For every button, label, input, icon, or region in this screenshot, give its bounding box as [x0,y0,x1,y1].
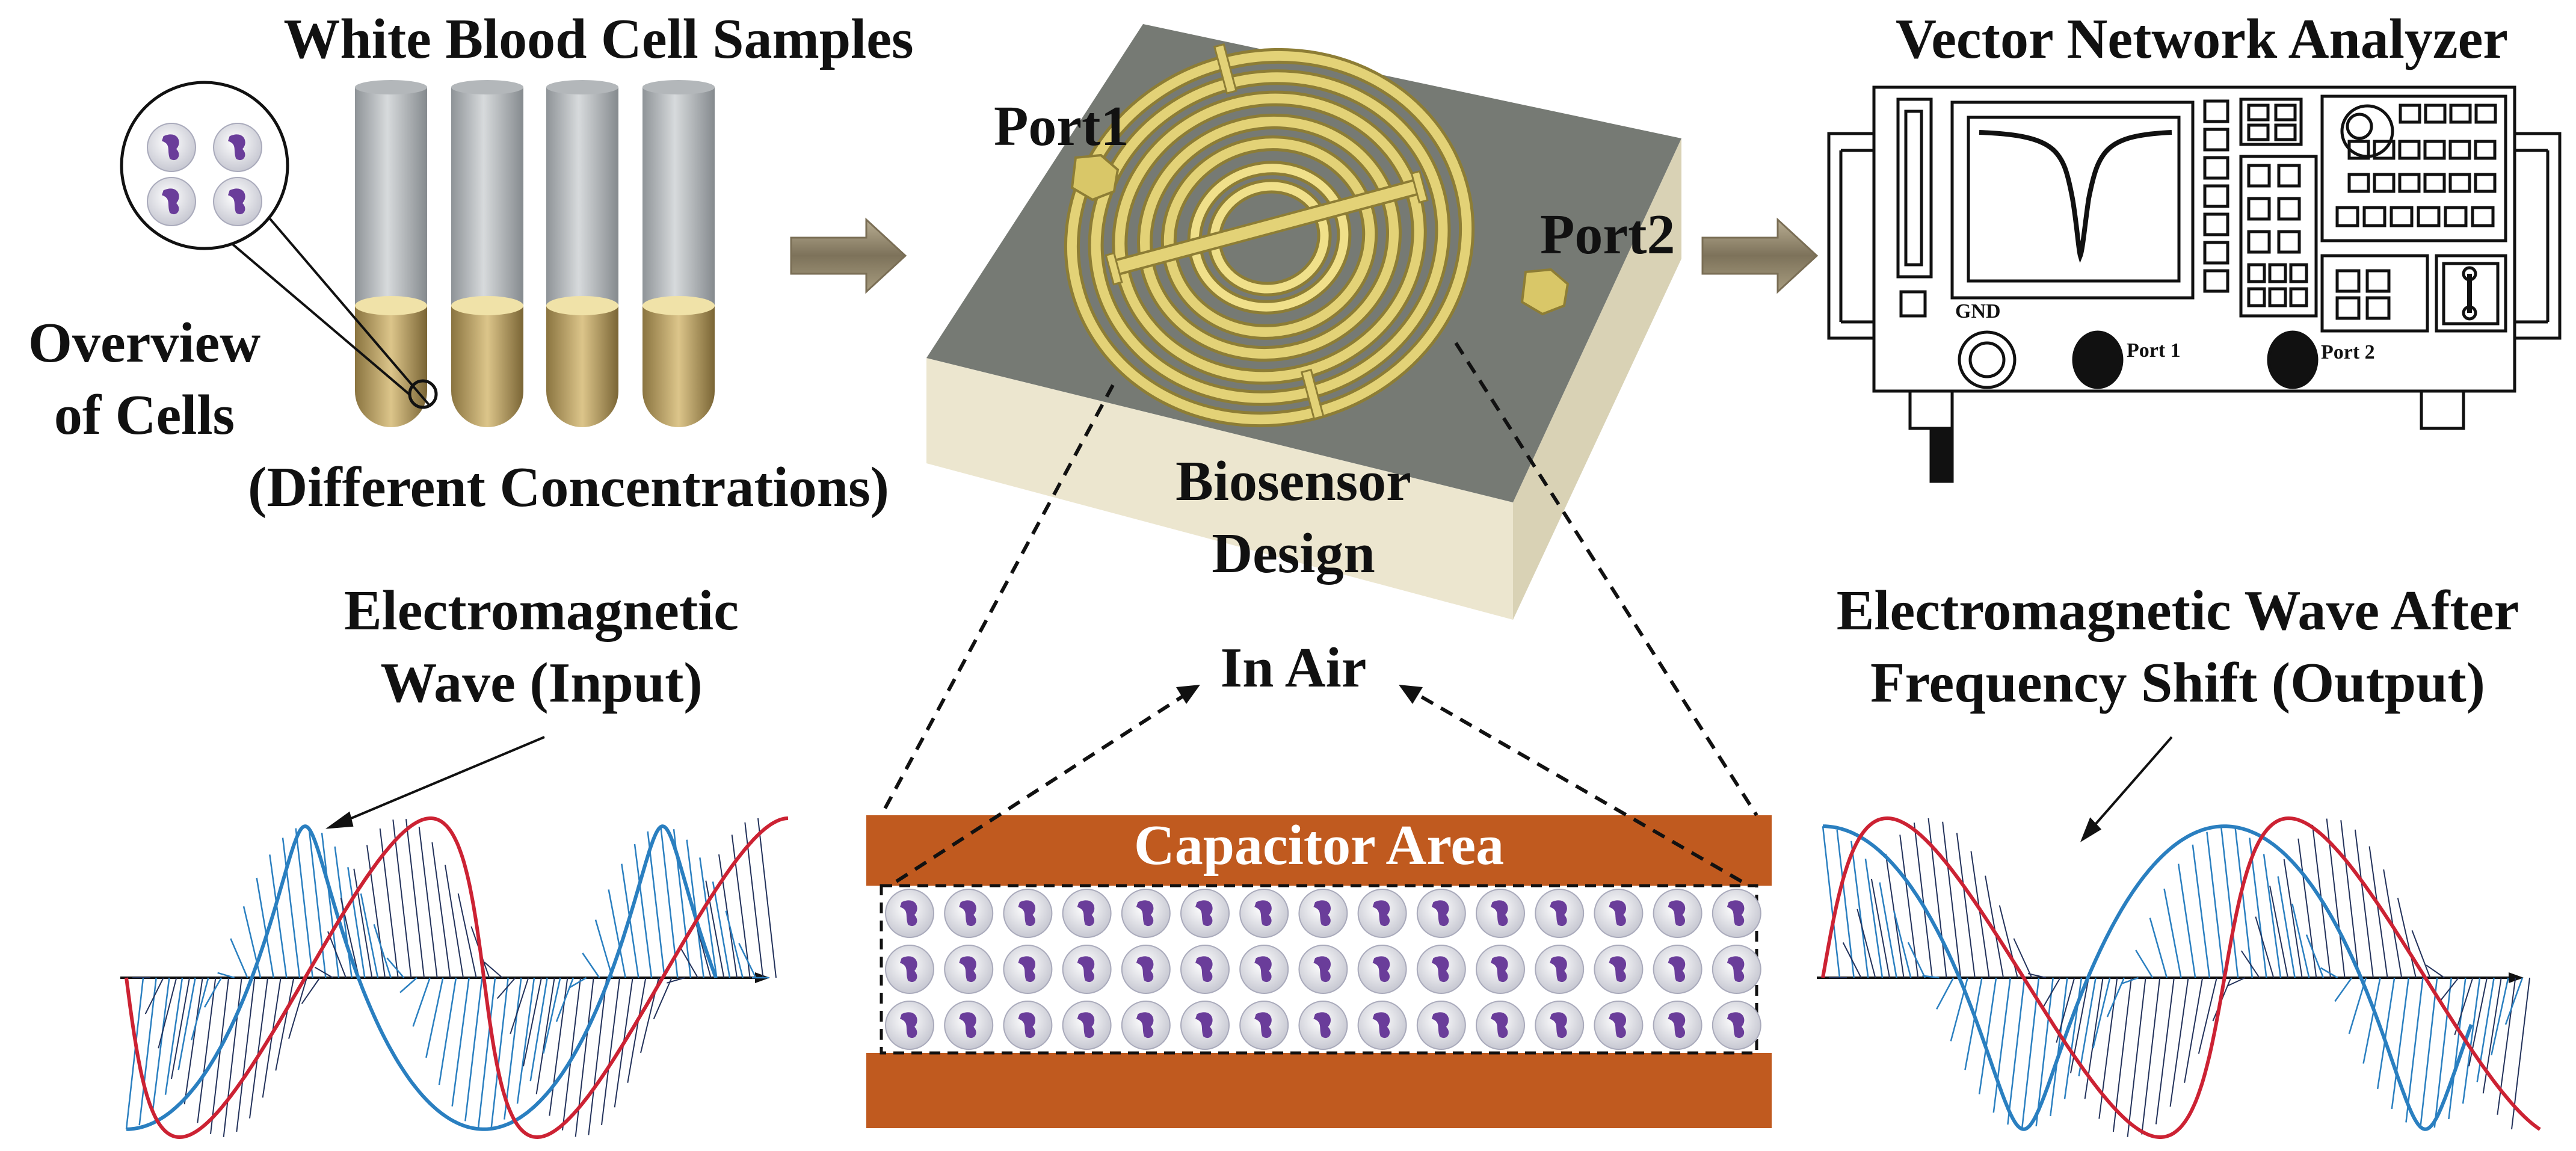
in-air-arrow-right [1399,685,1423,704]
output-wave-label-line2: Frequency Shift (Output) [1870,652,2485,714]
cell-overview-magnifier [120,81,438,409]
arrow-sensor-to-vna [1701,217,1819,294]
white-blood-cell [1180,945,1230,994]
test-tube [355,80,427,427]
white-blood-cell [885,889,934,938]
white-blood-cell [213,123,262,172]
label-pointers [325,736,2173,842]
white-blood-cell [1535,889,1585,938]
output-wave-label-line1: Electromagnetic Wave After [1836,579,2519,642]
white-blood-cell [1357,945,1407,994]
input-wave [120,816,789,1140]
test-tube [451,80,523,427]
white-blood-cell [1357,889,1407,938]
white-blood-cell [1003,889,1053,938]
white-blood-cell [1416,889,1466,938]
white-blood-cell [1712,945,1761,994]
port1-pad [1070,153,1120,202]
white-blood-cell [1239,889,1289,938]
output-wave [1817,816,2541,1139]
in-air-arrow-left [1176,685,1200,704]
white-blood-cell [885,945,934,994]
vna-gnd-label: GND [1955,300,2001,322]
port2-label: Port2 [1540,203,1675,266]
white-blood-cell [1357,1001,1407,1050]
overview-label-line1: Overview [28,312,261,374]
white-blood-cell [1121,945,1171,994]
white-blood-cell [1062,1001,1112,1050]
vna-port2-label: Port 2 [2321,341,2375,363]
white-blood-cell [1653,889,1702,938]
concentration-label: (Different Concentrations) [248,456,889,519]
white-blood-cell [944,889,994,938]
vector-network-analyzer [1827,85,2562,483]
white-blood-cell [1180,889,1230,938]
white-blood-cell [1712,889,1761,938]
white-blood-cell [1416,945,1466,994]
port2-pad [1520,268,1570,316]
white-blood-cell [1594,889,1644,938]
white-blood-cell [1535,1001,1585,1050]
white-blood-cell [1180,1001,1230,1050]
overview-label-line2: of Cells [54,384,235,446]
in-air-label: In Air [1220,637,1367,699]
port1-label: Port1 [994,95,1129,158]
white-blood-cell [1003,945,1053,994]
vna-port1-label: Port 1 [2127,339,2181,362]
capacitor-title: Capacitor Area [1133,814,1505,877]
white-blood-cell [213,177,262,226]
white-blood-cell [944,945,994,994]
test-tubes [355,80,715,427]
biosensor-label-line2: Design [1212,522,1375,585]
test-tube [642,80,715,427]
white-blood-cell [1062,889,1112,938]
white-blood-cell [1121,1001,1171,1050]
white-blood-cell [1653,1001,1702,1050]
white-blood-cell [1594,1001,1644,1050]
input-wave-label-line2: Wave (Input) [380,652,703,714]
white-blood-cell [1476,889,1525,938]
white-blood-cell [1298,889,1348,938]
white-blood-cell [1121,889,1171,938]
white-blood-cell [1476,1001,1525,1050]
white-blood-cell [147,123,196,172]
white-blood-cell [1653,945,1702,994]
input-wave-label-line1: Electromagnetic [344,579,739,642]
white-blood-cell [1594,945,1644,994]
white-blood-cell [147,177,196,226]
vna-title: Vector Network Analyzer [1895,8,2509,70]
white-blood-cell [1239,1001,1289,1050]
white-blood-cell [1239,945,1289,994]
white-blood-cell [1062,945,1112,994]
white-blood-cell [1712,1001,1761,1050]
arrow-samples-to-sensor [790,217,907,294]
white-blood-cell [1476,945,1525,994]
biosensor-label-line1: Biosensor [1176,450,1411,513]
white-blood-cell [885,1001,934,1050]
white-blood-cell [1298,945,1348,994]
white-blood-cell [1003,1001,1053,1050]
white-blood-cell [944,1001,994,1050]
test-tube [546,80,618,427]
white-blood-cell [1416,1001,1466,1050]
samples-title: White Blood Cell Samples [283,8,914,70]
capacitor-area [866,815,1772,1128]
biosensor-board [926,24,1681,620]
white-blood-cell [1535,945,1585,994]
white-blood-cell [1298,1001,1348,1050]
zoom-guide-lines [880,342,1758,883]
